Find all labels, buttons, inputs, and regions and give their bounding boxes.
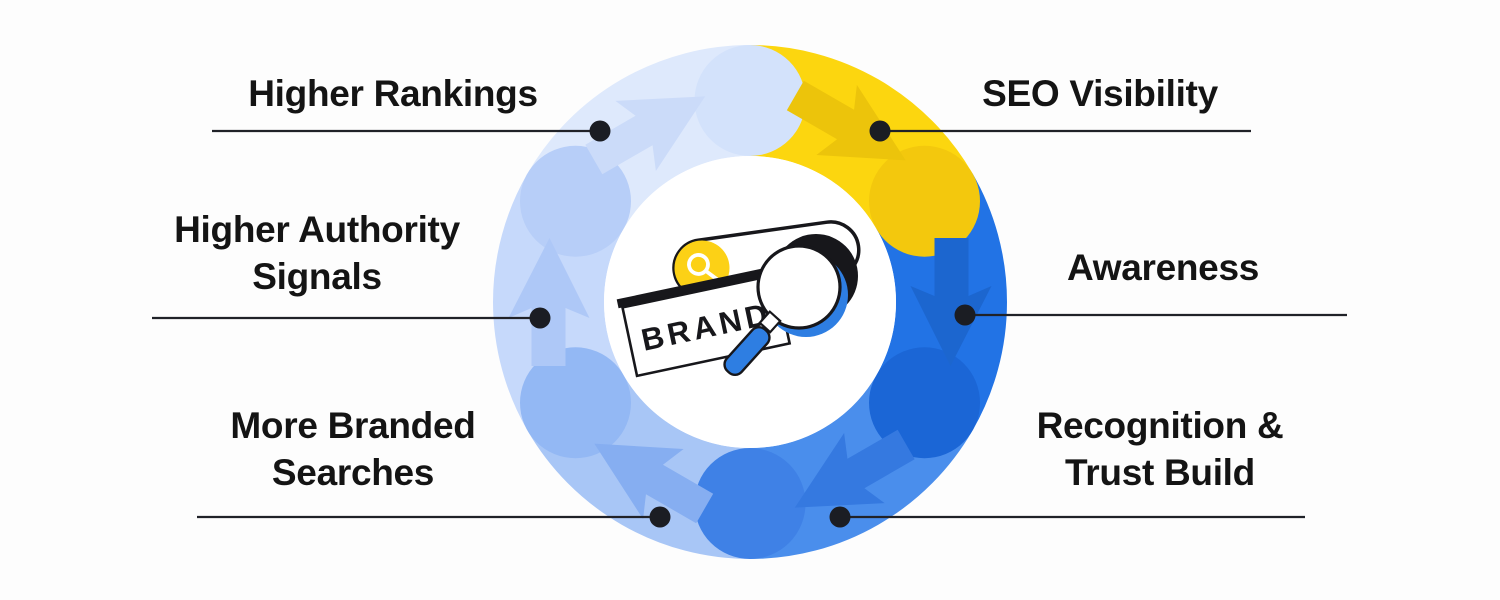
search-icon — [687, 253, 719, 281]
arrow-icon — [910, 238, 992, 366]
dot-higher-authority — [529, 307, 551, 329]
node-label-recognition-trust: Recognition & Trust Build — [1036, 405, 1284, 493]
segment-end-caps — [520, 45, 980, 559]
flow-arrows — [508, 80, 992, 524]
node-label-awareness: Awareness — [1066, 247, 1260, 288]
dot-recognition-trust — [829, 506, 851, 528]
dot-higher-rankings — [589, 120, 611, 142]
arrow-icon — [794, 429, 915, 508]
cap-higher-rankings — [694, 45, 806, 156]
dot-more-branded — [649, 506, 671, 528]
node-label-higher-rankings: Higher Rankings — [248, 73, 538, 114]
brand-card: BRAND — [616, 268, 792, 378]
arrow-icon — [585, 96, 706, 175]
lens — [756, 244, 842, 330]
magnifying-glass-icon — [723, 234, 858, 376]
node-label-more-branded: More Branded Searches — [230, 405, 476, 493]
cap-seo-visibility — [869, 145, 980, 257]
cap-recognition-trust — [694, 448, 806, 559]
node-label-higher-authority: Higher Authority Signals — [174, 209, 460, 297]
dot-seo-visibility — [869, 120, 891, 142]
brand-card-shadow-edge — [616, 268, 766, 309]
arrow-icon — [594, 443, 714, 524]
connector-dots — [529, 120, 976, 528]
arrow-icon — [508, 238, 590, 366]
node-label-seo-visibility: SEO Visibility — [982, 73, 1218, 114]
magnifier-handle — [723, 326, 771, 376]
magnifier-collar — [758, 310, 782, 334]
cap-more-branded — [520, 347, 631, 459]
brand-search-illustration: BRAND — [616, 220, 861, 378]
connectors — [152, 129, 1347, 519]
dot-awareness — [954, 304, 976, 326]
